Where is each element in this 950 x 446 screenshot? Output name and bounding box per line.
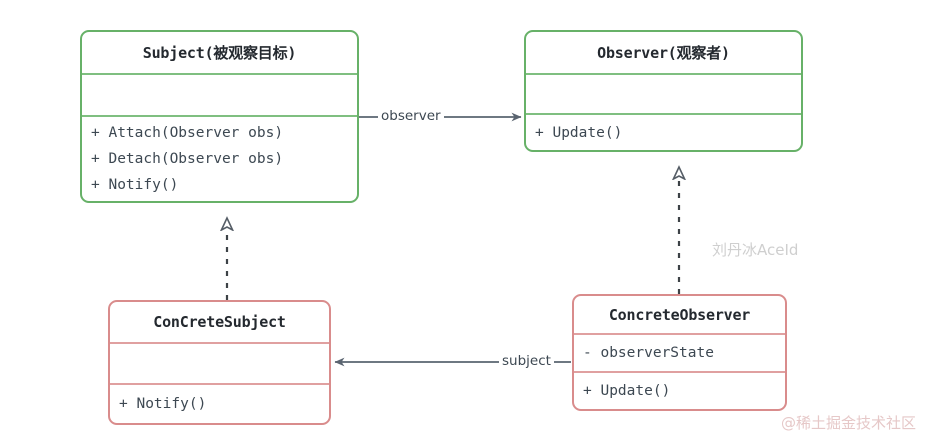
- attributes-compartment-concrete-subject: [110, 342, 329, 383]
- class-name-observer: Observer(观察者): [597, 44, 730, 62]
- class-member: + Update(): [583, 383, 671, 399]
- class-member: + Attach(Observer obs): [91, 125, 284, 141]
- class-member: + Notify(): [119, 396, 207, 412]
- class-member: - observerState: [583, 345, 714, 361]
- watermark-site: @稀土掘金技术社区: [781, 414, 917, 432]
- class-member: + Detach(Observer obs): [91, 151, 284, 167]
- attributes-compartment-concrete-observer: - observerState: [574, 333, 785, 371]
- attributes-compartment-observer: [526, 73, 801, 113]
- methods-compartment-concrete-observer: + Update(): [574, 371, 785, 409]
- uml-class-concrete-observer[interactable]: ConcreteObserver - observerState + Updat…: [572, 294, 787, 411]
- methods-compartment-observer: + Update(): [526, 113, 801, 150]
- edge-label-observer: observer: [378, 108, 444, 124]
- methods-compartment-concrete-subject: + Notify(): [110, 383, 329, 423]
- uml-class-observer[interactable]: Observer(观察者) + Update(): [524, 30, 803, 152]
- watermark-author: 刘丹冰AceId: [712, 241, 799, 259]
- class-name-concrete-subject: ConCreteSubject: [153, 313, 286, 331]
- class-name-subject: Subject(被观察目标): [142, 44, 297, 62]
- uml-class-concrete-subject[interactable]: ConCreteSubject + Notify(): [108, 300, 331, 425]
- class-member: + Update(): [535, 124, 623, 141]
- class-member: + Notify(): [91, 177, 179, 193]
- class-name-concrete-observer: ConcreteObserver: [608, 305, 751, 324]
- methods-compartment-subject: + Attach(Observer obs) + Detach(Observer…: [82, 115, 357, 201]
- edge-label-subject: subject: [499, 353, 554, 369]
- attributes-compartment-subject: [82, 73, 357, 115]
- uml-class-subject[interactable]: Subject(被观察目标) + Attach(Observer obs) + …: [80, 30, 359, 203]
